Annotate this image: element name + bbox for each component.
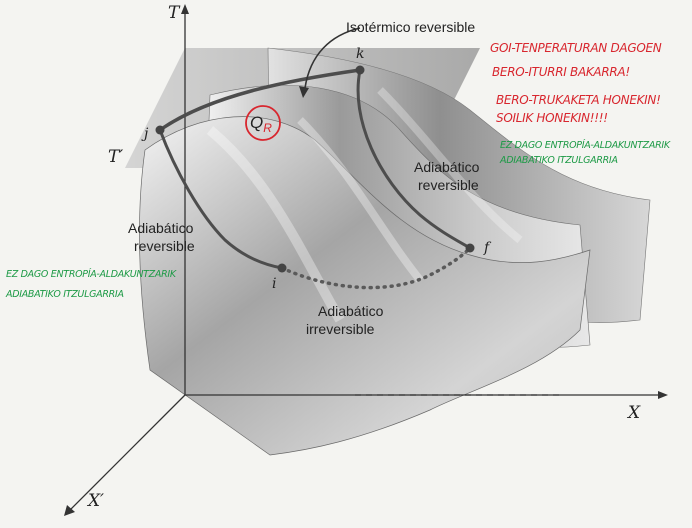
adiabatic-reversible-left-curve — [158, 129, 283, 270]
t-axis-label: T — [168, 3, 181, 23]
note-green-left-line-2: ADIABATIKO ITZULGARRIA — [5, 289, 124, 300]
tprime-label: T′ — [108, 147, 123, 167]
isothermal-curve — [158, 68, 361, 132]
xprime-axis-label: X′ — [86, 491, 104, 511]
adiabatic-rev-right-label-1: Adiabático — [414, 159, 480, 175]
heat-circle — [245, 105, 281, 141]
adiabatic-rev-left-label-1: Adiabático — [128, 220, 194, 236]
point-j-marker — [155, 125, 165, 135]
adiabatic-rev-left-label-2: reversible — [134, 238, 195, 254]
xprime-axis-arrow — [64, 505, 75, 516]
point-i-label: i — [272, 276, 276, 292]
adiabatic-irrev-label-2: irreversible — [306, 321, 375, 337]
isothermal-pointer-arrow — [304, 27, 361, 89]
note-red-line-2: BERO-ITURRI BAKARRA! — [492, 65, 630, 79]
point-f-label: f — [483, 240, 492, 256]
isothermal-pointer-arrowhead — [299, 86, 309, 98]
note-green-right-line-1: EZ DAGO ENTROPÍA-ALDAKUNTZARIK — [500, 139, 671, 151]
point-f-marker — [465, 243, 475, 253]
adiabatic-reversible-right-curve — [356, 69, 471, 250]
x-axis-label: X — [626, 403, 641, 423]
surface-highlight — [206, 126, 345, 323]
xprime-axis — [69, 394, 186, 511]
note-green-left-line-1: EZ DAGO ENTROPÍA-ALDAKUNTZARIK — [6, 268, 177, 280]
surface-highlight — [377, 87, 523, 244]
note-green-right-line-2: ADIABATIKO ITZULGARRIA — [499, 155, 618, 166]
t-axis-arrow — [181, 4, 189, 14]
x-axis-arrow — [658, 391, 668, 399]
point-k-label: k — [356, 46, 364, 62]
isothermal-label: Isotérmico reversible — [346, 19, 475, 35]
point-i-marker — [277, 263, 287, 273]
note-red-line-4: SOILIK HONEKIN!!!! — [496, 111, 608, 125]
adiabatic-irrev-label-1: Adiabático — [318, 303, 384, 319]
point-k-marker — [355, 65, 365, 75]
surface-highlight — [297, 117, 424, 283]
heat-label: QR — [250, 113, 272, 135]
adiabatic-rev-right-label-2: reversible — [418, 177, 479, 193]
note-red-line-3: BERO-TRUKAKETA HONEKIN! — [496, 93, 661, 107]
note-red-line-1: GOI-TENPERATURAN DAGOEN — [490, 41, 662, 55]
point-j-label: j — [141, 126, 149, 142]
